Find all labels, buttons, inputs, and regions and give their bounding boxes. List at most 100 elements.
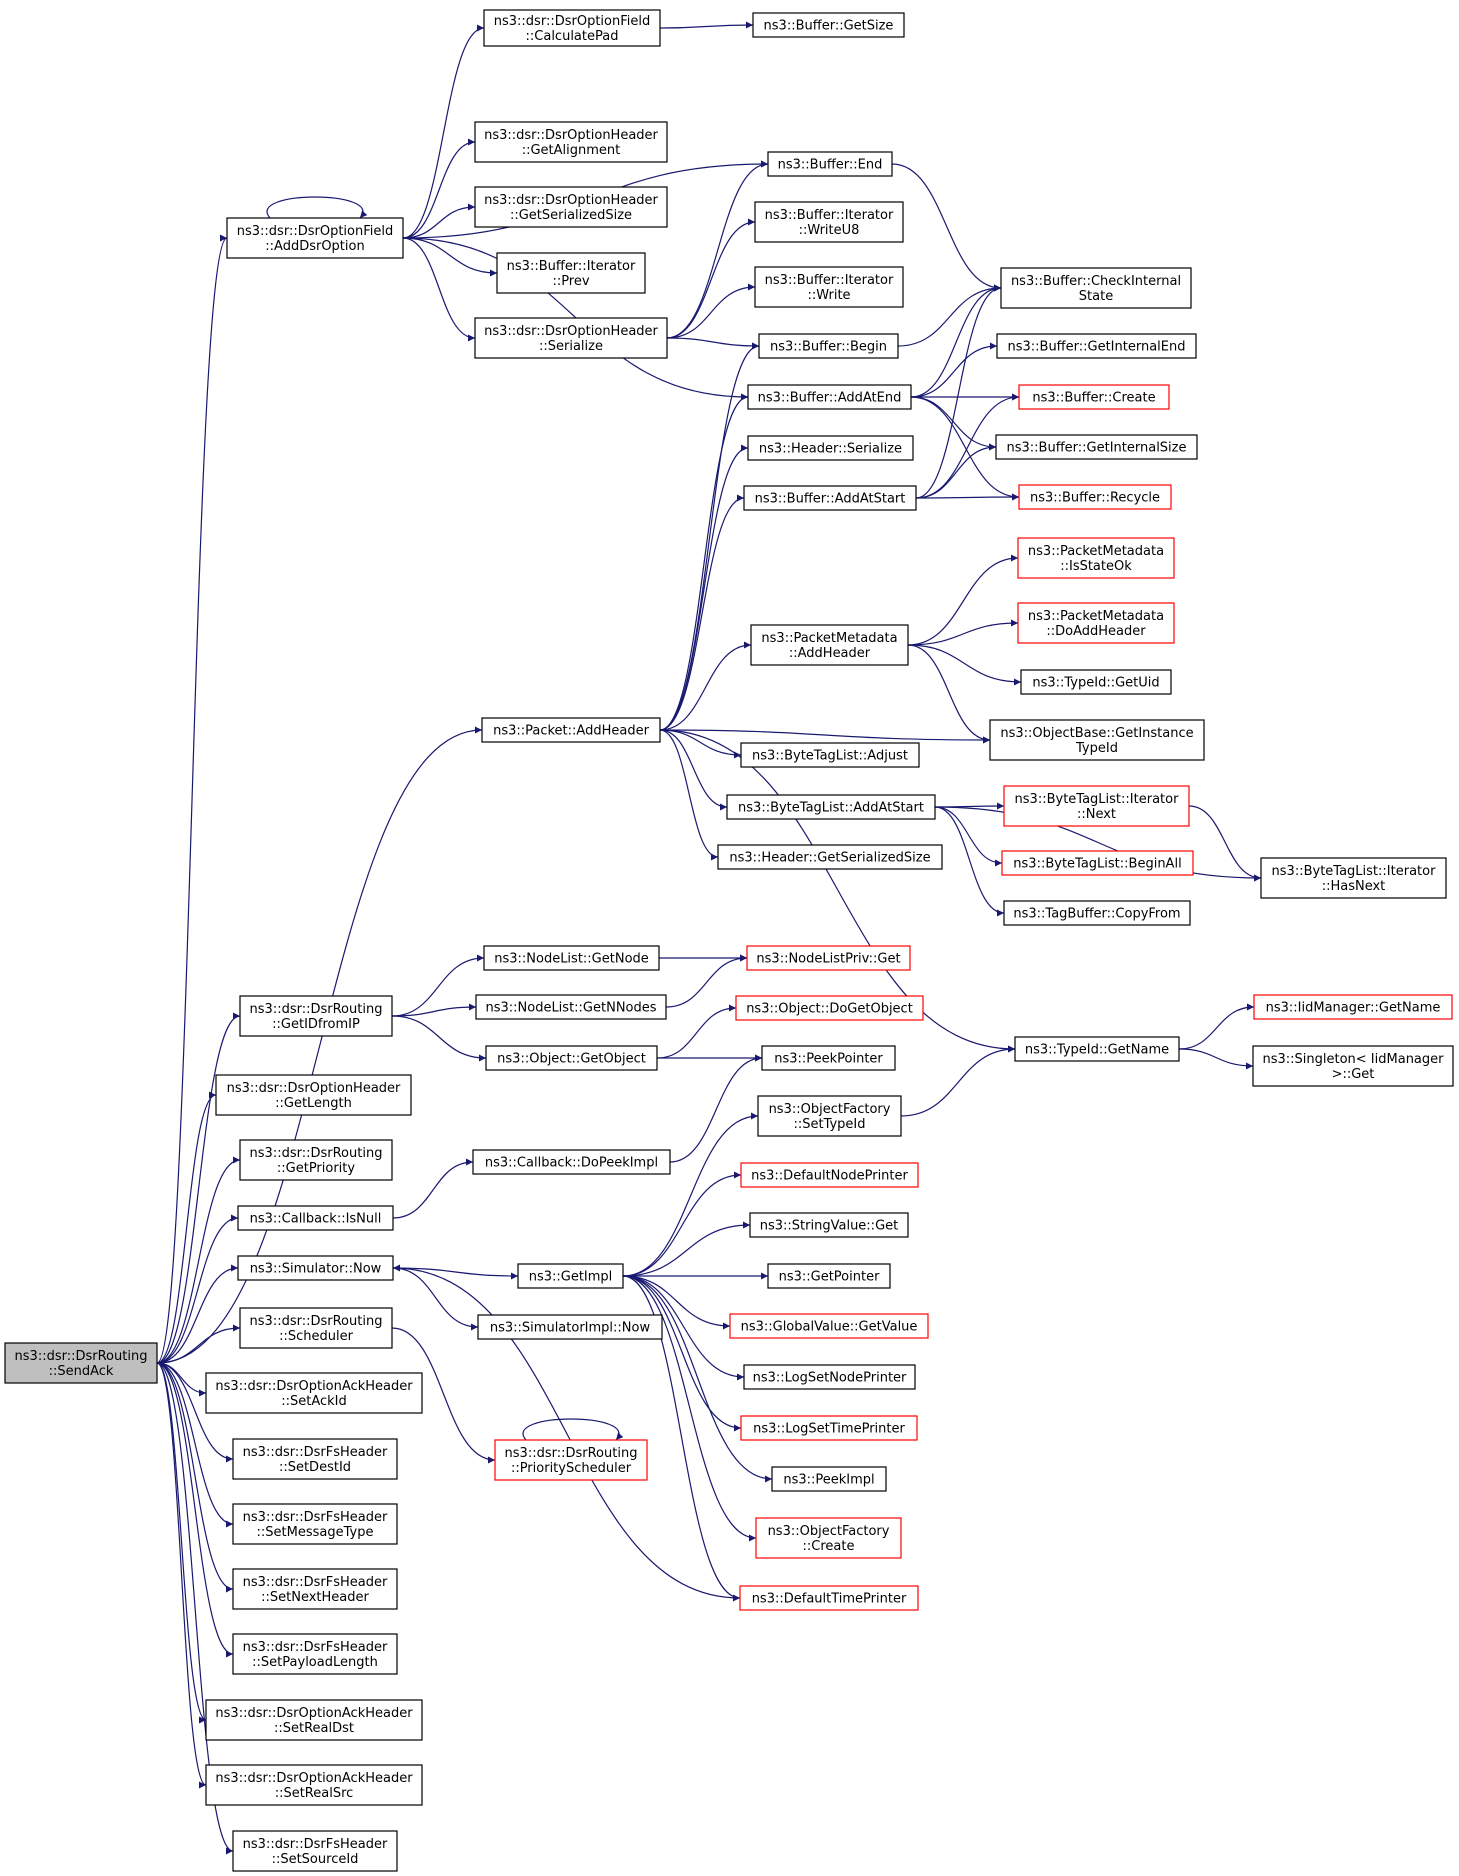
node-box [239,995,393,1037]
node-box [1020,669,1172,695]
node-setrealsrc[interactable]: ns3::dsr::DsrOptionAckHeader::SetRealSrc [205,1764,423,1806]
edge-getidfromip-to-nlgetnode [391,954,485,1017]
node-pktaddheader[interactable]: ns3::Packet::AddHeader [481,717,661,743]
node-nlgetnnodes[interactable]: ns3::NodeList::GetNNodes [475,994,667,1020]
node-setmessagetype[interactable]: ns3::dsr::DsrFsHeader::SetMessageType [232,1503,398,1545]
node-doaddheader[interactable]: ns3::PacketMetadata::DoAddHeader [1017,602,1175,644]
edge-sendack-to-adddsroption [156,234,228,1364]
node-label: ::SetAckId [281,1394,347,1409]
node-objgetobject[interactable]: ns3::Object::GetObject [485,1045,658,1071]
node-label: ns3::dsr::DsrFsHeader [243,1640,388,1655]
node-optserialize[interactable]: ns3::dsr::DsrOptionHeader::Serialize [474,317,668,359]
node-simimplnow[interactable]: ns3::SimulatorImpl::Now [477,1314,663,1340]
node-getinternalsize[interactable]: ns3::Buffer::GetInternalSize [995,434,1198,460]
node-box [1001,850,1194,876]
node-nlgetnode[interactable]: ns3::NodeList::GetNode [483,945,660,971]
edge-getimpl-to-logsettimeprinter [622,1275,742,1432]
node-getinternalend[interactable]: ns3::Buffer::GetInternalEnd [996,333,1197,359]
node-nodelistprivget[interactable]: ns3::NodeListPriv::Get [746,945,911,971]
node-getserializedsize[interactable]: ns3::dsr::DsrOptionHeader::GetSerialized… [474,186,668,228]
call-nodes: ns3::dsr::DsrRouting::SendAckns3::dsr::D… [4,9,1454,1872]
node-bufcreate[interactable]: ns3::Buffer::Create [1018,384,1170,410]
node-label: ns3::SimulatorImpl::Now [490,1321,651,1336]
edge-btladdatstart-to-btlbeginall [934,806,1003,867]
node-hdrgetserializedsize[interactable]: ns3::Header::GetSerializedSize [717,844,943,870]
node-addatend[interactable]: ns3::Buffer::AddAtEnd [747,384,912,410]
node-btlhasnext[interactable]: ns3::ByteTagList::Iterator::HasNext [1260,857,1447,899]
node-getimpl[interactable]: ns3::GetImpl [517,1263,624,1289]
edge-getimpl-to-stringvalueget [622,1221,751,1277]
node-box [481,717,661,743]
node-bufgetsize[interactable]: ns3::Buffer::GetSize [752,12,905,38]
node-getidfromip[interactable]: ns3::dsr::DsrRouting::GetIDfromIP [239,995,393,1037]
node-btlbeginall[interactable]: ns3::ByteTagList::BeginAll [1001,850,1194,876]
node-scheduler[interactable]: ns3::dsr::DsrRouting::Scheduler [239,1307,393,1349]
node-iterwrite[interactable]: ns3::Buffer::Iterator::Write [754,266,904,308]
node-logsetnodeprinter[interactable]: ns3::LogSetNodePrinter [743,1364,916,1390]
edge-sendack-to-setpayloadlength [156,1362,234,1658]
node-box [740,1162,919,1188]
edge-pktaddheader-to-bufbegin [659,342,760,731]
node-setsourceid[interactable]: ns3::dsr::DsrFsHeader::SetSourceId [232,1830,398,1872]
node-setnextheader[interactable]: ns3::dsr::DsrFsHeader::SetNextHeader [232,1568,398,1610]
node-box [740,742,920,768]
node-bufrecycle[interactable]: ns3::Buffer::Recycle [1018,484,1172,510]
node-bufend[interactable]: ns3::Buffer::End [767,151,893,177]
node-btladdatstart[interactable]: ns3::ByteTagList::AddAtStart [726,794,936,820]
node-settypeid[interactable]: ns3::ObjectFactory::SetTypeId [757,1095,902,1137]
node-defaulttimeprinter[interactable]: ns3::DefaultTimePrinter [739,1585,919,1611]
node-getpriority[interactable]: ns3::dsr::DsrRouting::GetPriority [239,1139,393,1181]
node-setackid[interactable]: ns3::dsr::DsrOptionAckHeader::SetAckId [205,1372,423,1414]
edge-addatend-to-checkinternal [910,284,1002,398]
node-getuid[interactable]: ns3::TypeId::GetUid [1020,669,1172,695]
node-setdestid[interactable]: ns3::dsr::DsrFsHeader::SetDestId [232,1438,398,1480]
node-stringvalueget[interactable]: ns3::StringValue::Get [749,1212,909,1238]
node-iterprev[interactable]: ns3::Buffer::Iterator::Prev [496,252,646,294]
node-setpayloadlength[interactable]: ns3::dsr::DsrFsHeader::SetPayloadLength [232,1633,398,1675]
node-getpointer[interactable]: ns3::GetPointer [767,1263,891,1289]
node-btlnext[interactable]: ns3::ByteTagList::Iterator::Next [1003,785,1190,827]
node-label: ::GetLength [275,1096,352,1111]
edge-typeidgetname-to-iidgetname [1178,1003,1255,1050]
node-tagcopyfrom[interactable]: ns3::TagBuffer::CopyFrom [1003,900,1191,926]
node-objdogetobject[interactable]: ns3::Object::DoGetObject [735,995,924,1021]
node-bufbegin[interactable]: ns3::Buffer::Begin [758,333,899,359]
node-label: ns3::Buffer::GetInternalEnd [1007,340,1185,355]
node-objfactorycreate[interactable]: ns3::ObjectFactory::Create [755,1517,902,1559]
node-setrealdst[interactable]: ns3::dsr::DsrOptionAckHeader::SetRealDst [205,1699,423,1741]
node-box [771,1466,887,1492]
node-box [485,1045,658,1071]
node-calculatepad[interactable]: ns3::dsr::DsrOptionField::CalculatePad [483,9,661,47]
node-box [205,1699,423,1741]
node-iidgetname[interactable]: ns3::IidManager::GetName [1253,994,1453,1020]
edge-pktaddheader-to-pmaddheader [659,641,752,731]
node-adddsroption[interactable]: ns3::dsr::DsrOptionField::AddDsrOption [226,217,404,259]
node-simnow[interactable]: ns3::Simulator::Now [237,1255,394,1281]
node-peekpointer[interactable]: ns3::PeekPointer [761,1045,896,1071]
node-addatstart[interactable]: ns3::Buffer::AddAtStart [743,485,917,511]
node-getlength[interactable]: ns3::dsr::DsrOptionHeader::GetLength [215,1074,412,1116]
node-globalvaluegetvalue[interactable]: ns3::GlobalValue::GetValue [729,1313,929,1339]
node-peekimpl[interactable]: ns3::PeekImpl [771,1466,887,1492]
node-typeidgetname[interactable]: ns3::TypeId::GetName [1014,1036,1180,1062]
node-defaultnodeprinter[interactable]: ns3::DefaultNodePrinter [740,1162,919,1188]
node-sendack[interactable]: ns3::dsr::DsrRouting::SendAck [4,1342,158,1384]
edge-sendack-to-getidfromip [156,1012,241,1364]
node-label: ns3::Buffer::AddAtStart [755,492,906,507]
edge-addatstart-to-checkinternal [915,284,1002,499]
edge-optserialize-to-bufbegin [666,337,760,350]
node-dopeekimpl[interactable]: ns3::Callback::DoPeekImpl [472,1149,671,1175]
node-priorityscheduler[interactable]: ns3::dsr::DsrRouting::PriorityScheduler [494,1439,648,1481]
node-getalignment[interactable]: ns3::dsr::DsrOptionHeader::GetAlignment [474,121,668,163]
node-isnull[interactable]: ns3::Callback::IsNull [237,1205,394,1231]
node-btladjust[interactable]: ns3::ByteTagList::Adjust [740,742,920,768]
edge-optserialize-to-writeu8 [666,218,756,339]
node-logsettimeprinter[interactable]: ns3::LogSetTimePrinter [740,1415,918,1441]
node-isstateok[interactable]: ns3::PacketMetadata::IsStateOk [1017,537,1175,579]
node-hdrserialize[interactable]: ns3::Header::Serialize [747,435,914,461]
node-writeu8[interactable]: ns3::Buffer::Iterator::WriteU8 [754,201,904,243]
node-pmaddheader[interactable]: ns3::PacketMetadata::AddHeader [750,624,909,666]
node-singletonget[interactable]: ns3::Singleton< IidManager>::Get [1252,1045,1454,1087]
